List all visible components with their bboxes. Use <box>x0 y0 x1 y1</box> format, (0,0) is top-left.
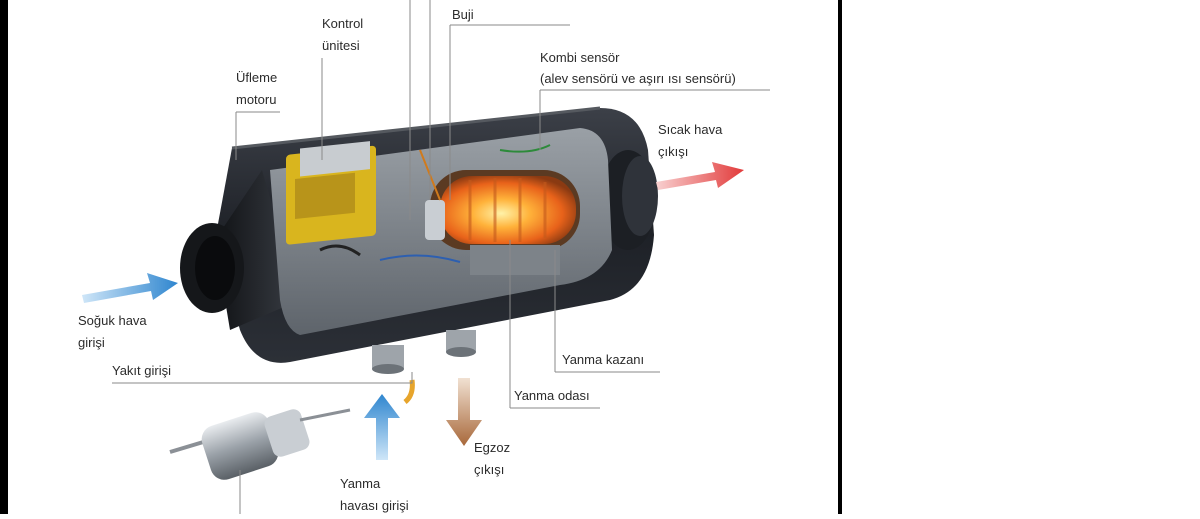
exhaust-arrow-shape <box>446 378 482 446</box>
sensor-wire <box>499 144 551 153</box>
cold-air-arrow-shape <box>82 273 178 303</box>
leader-odasi <box>509 240 600 409</box>
fuel-pump-outlet-pipe <box>299 408 351 422</box>
outlet-face <box>622 156 658 236</box>
leader-yakit <box>112 372 413 384</box>
combustion-air-arrow-shape <box>364 394 400 460</box>
left-border <box>0 0 8 514</box>
housing-top-edge <box>231 106 601 150</box>
label-hava-line1: Yanma <box>340 476 381 491</box>
control-unit-board <box>295 172 355 219</box>
control-unit <box>286 141 376 257</box>
signal-wire <box>379 254 461 263</box>
label-sicak-line1: Sıcak hava <box>658 122 723 137</box>
label-soguk-line1: Soğuk hava <box>78 313 147 328</box>
label-kombi-line2: (alev sensörü ve aşırı ısı sensörü) <box>540 71 736 86</box>
blower-motor-housing <box>300 141 370 177</box>
air-inlet-stub-end <box>372 364 404 374</box>
label-hava-line2: havası girişi <box>340 498 409 513</box>
label-kontrol-line2: ünitesi <box>322 38 360 53</box>
label-kazan: Yanma kazanı <box>562 352 644 367</box>
exhaust-arrow <box>446 378 482 446</box>
combustion-air-arrow <box>364 394 400 460</box>
heater-body <box>180 106 658 363</box>
leader-lines <box>112 0 770 514</box>
exhaust-stub-end <box>446 347 476 357</box>
label-ufleme-line1: Üfleme <box>236 70 277 85</box>
fuel-pump <box>169 408 351 480</box>
right-border <box>838 0 842 514</box>
glow-plug-body <box>425 200 445 240</box>
label-buji: Buji <box>452 7 474 22</box>
label-egzoz-line1: Egzoz <box>474 440 510 455</box>
cold-air-arrow <box>82 273 178 303</box>
label-odasi: Yanma odası <box>514 388 590 403</box>
leader-buji <box>449 24 570 200</box>
fuel-pump-body <box>201 412 279 480</box>
hot-air-arrow <box>656 162 744 190</box>
inlet-opening <box>195 236 235 300</box>
label-kontrol-line1: Kontrol <box>322 16 363 31</box>
bottom-stubs <box>372 330 476 404</box>
label-yakit: Yakıt girişi <box>112 363 171 378</box>
burner-base <box>470 245 560 275</box>
leader-kombi <box>539 89 770 150</box>
exhaust-stub <box>446 330 476 352</box>
heat-fins <box>468 178 547 242</box>
label-soguk-line2: girişi <box>78 335 105 350</box>
label-ufleme-line2: motoru <box>236 92 276 107</box>
hot-air-arrow-shape <box>656 162 744 190</box>
fuel-pump-head <box>264 409 310 457</box>
labels: Kontrol ünitesi Buji Kombi sensör (alev … <box>78 7 736 513</box>
leader-kazan <box>554 250 660 373</box>
leader-ufleme <box>235 111 280 160</box>
combustion-chamber <box>430 170 580 275</box>
label-egzoz-line2: çıkışı <box>474 462 504 477</box>
flame <box>440 176 576 244</box>
control-wire <box>319 244 361 257</box>
label-sicak-line2: çıkışı <box>658 144 688 159</box>
label-kombi-line1: Kombi sensör <box>540 50 620 65</box>
